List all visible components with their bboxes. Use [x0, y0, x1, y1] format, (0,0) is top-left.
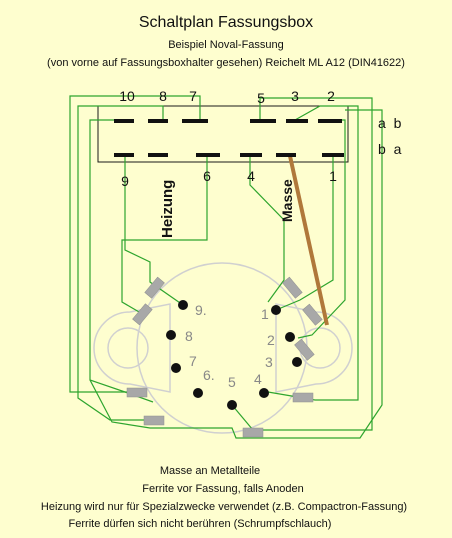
wire-outer-loop	[89, 109, 383, 439]
socket-right-ear	[275, 303, 353, 393]
connector-label-9: 9	[121, 173, 129, 189]
socket-outer-ring	[136, 262, 308, 434]
ferrite	[126, 387, 148, 398]
socket-label-2: 2	[267, 332, 275, 348]
socket-pin-2	[285, 332, 295, 342]
row-label-bottom: b a	[378, 141, 402, 157]
connector-contacts	[114, 119, 344, 157]
connector-label-8: 8	[159, 88, 167, 104]
note-masse: Masse an Metallteile	[160, 465, 260, 477]
wire-pin9	[124, 155, 184, 306]
socket-pin-4	[259, 388, 269, 398]
socket-label-7: 7	[189, 353, 197, 369]
diagram-subtitle-2: (von vorne auf Fassungsboxhalter gesehen…	[47, 57, 405, 69]
heizung-label: Heizung	[159, 180, 176, 238]
connector-label-7: 7	[189, 88, 197, 104]
connector-box	[97, 105, 349, 163]
connector-label-5: 5	[257, 90, 265, 106]
connector-label-3: 3	[291, 88, 299, 104]
socket-label-3: 3	[265, 354, 273, 370]
socket-label-8: 8	[185, 328, 193, 344]
ground-wire	[288, 155, 329, 326]
connector-label-10: 10	[119, 88, 135, 104]
socket-pin-1	[271, 305, 281, 315]
left-mount-hole	[107, 327, 149, 369]
ferrite	[143, 415, 165, 426]
ferrite	[294, 338, 315, 361]
socket-label-5: 5	[228, 374, 236, 390]
socket-pin-6	[193, 388, 203, 398]
connector-label-1: 1	[329, 168, 337, 184]
socket-pin-9	[178, 300, 188, 310]
socket-pin-7	[171, 363, 181, 373]
note-ferrite-anode: Ferrite vor Fassung, falls Anoden	[142, 483, 303, 495]
socket-pin-5	[227, 400, 237, 410]
wire-pin5	[231, 97, 373, 431]
connector-label-4: 4	[247, 168, 255, 184]
row-label-top: a b	[378, 115, 402, 131]
note-heizung: Heizung wird nur für Spezialzwecke verwe…	[41, 501, 407, 513]
ferrite	[144, 276, 165, 299]
connector-label-2: 2	[327, 88, 335, 104]
socket-label-6: 6.	[203, 367, 215, 383]
ferrite	[282, 276, 303, 299]
socket-label-9: 9.	[195, 302, 207, 318]
diagram-subtitle-1: Beispiel Noval-Fassung	[168, 39, 284, 51]
socket-label-1: 1	[261, 306, 269, 322]
socket-pin-3	[292, 357, 302, 367]
wire-pin8	[77, 105, 164, 421]
connector-label-6: 6	[203, 168, 211, 184]
wire-pin6	[121, 155, 208, 317]
socket-pins	[166, 300, 302, 410]
masse-label: Masse	[279, 179, 295, 222]
socket-outline	[93, 262, 353, 434]
ferrite	[242, 427, 264, 438]
socket-left-ear	[93, 303, 171, 393]
wire-pin4	[249, 155, 285, 303]
socket-label-4: 4	[254, 371, 262, 387]
ferrite-beads	[126, 276, 323, 438]
diagram-title: Schaltplan Fassungsbox	[139, 14, 313, 31]
wire-pin7	[69, 95, 201, 393]
ferrite	[132, 303, 153, 326]
ferrite	[292, 392, 314, 403]
wiring	[69, 95, 383, 439]
socket-pin-8	[166, 330, 176, 340]
wire-pin1	[275, 155, 334, 311]
note-ferrite-contact: Ferrite dürfen sich nicht berühren (Schr…	[69, 518, 332, 530]
ferrite	[302, 303, 323, 326]
